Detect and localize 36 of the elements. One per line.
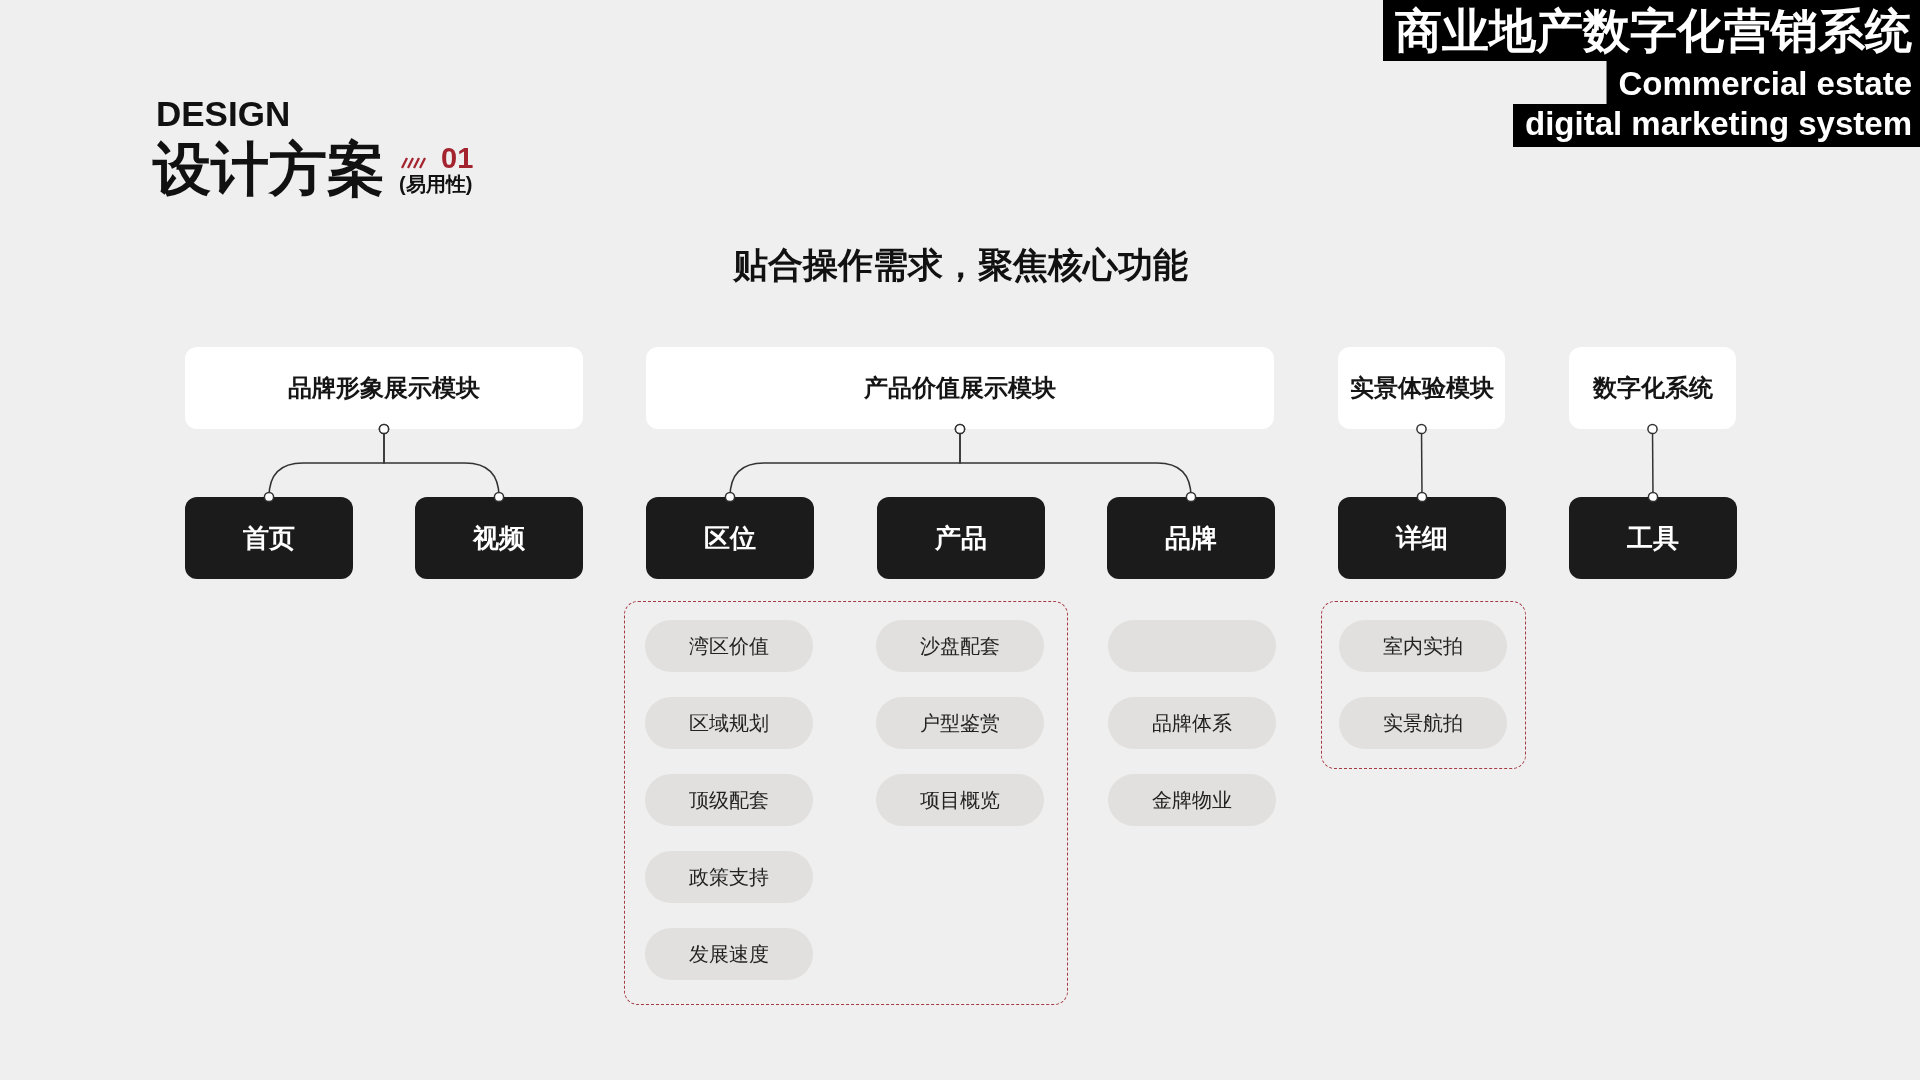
section-heading: 设计方案 bbox=[153, 137, 385, 201]
module-card: 实景体验模块 bbox=[1338, 347, 1505, 429]
feature-tag: 金牌物业 bbox=[1108, 774, 1276, 826]
feature-tag: 实景航拍 bbox=[1339, 697, 1507, 749]
feature-tag: 品牌体系 bbox=[1108, 697, 1276, 749]
banner-title: 商业地产数字化营销系统 bbox=[1383, 0, 1920, 61]
category-card: 首页 bbox=[185, 497, 353, 579]
feature-tag: 政策支持 bbox=[645, 851, 813, 903]
category-card: 品牌 bbox=[1107, 497, 1275, 579]
feature-tag: 区域规划 bbox=[645, 697, 813, 749]
connector-line bbox=[1647, 423, 1659, 503]
category-card: 工具 bbox=[1569, 497, 1737, 579]
dashed-group-frame bbox=[624, 601, 1068, 1005]
diagram-title: 贴合操作需求，聚焦核心功能 bbox=[732, 244, 1188, 286]
module-card: 数字化系统 bbox=[1569, 347, 1736, 429]
feature-tag: 户型鉴赏 bbox=[876, 697, 1044, 749]
connector-line bbox=[954, 423, 1197, 503]
module-card: 品牌形象展示模块 bbox=[185, 347, 583, 429]
feature-tag: 沙盘配套 bbox=[876, 620, 1044, 672]
connector-line bbox=[378, 423, 505, 503]
feature-tag: 室内实拍 bbox=[1339, 620, 1507, 672]
category-card: 详细 bbox=[1338, 497, 1506, 579]
section-number: 01 bbox=[441, 142, 474, 174]
category-card: 区位 bbox=[646, 497, 814, 579]
feature-tag: 项目概览 bbox=[876, 774, 1044, 826]
feature-tag: 顶级配套 bbox=[645, 774, 813, 826]
connector-line bbox=[1416, 423, 1428, 503]
module-card: 产品价值展示模块 bbox=[646, 347, 1274, 429]
banner-subtitle: Commercial estate digital marketing system bbox=[1513, 61, 1920, 147]
section-label: DESIGN bbox=[156, 94, 291, 134]
category-card: 视频 bbox=[415, 497, 583, 579]
feature-tag: 发展速度 bbox=[645, 928, 813, 980]
category-card: 产品 bbox=[877, 497, 1045, 579]
feature-tag: 湾区价值 bbox=[645, 620, 813, 672]
section-note: (易用性) bbox=[399, 172, 473, 197]
dashed-group-frame bbox=[1321, 601, 1526, 769]
